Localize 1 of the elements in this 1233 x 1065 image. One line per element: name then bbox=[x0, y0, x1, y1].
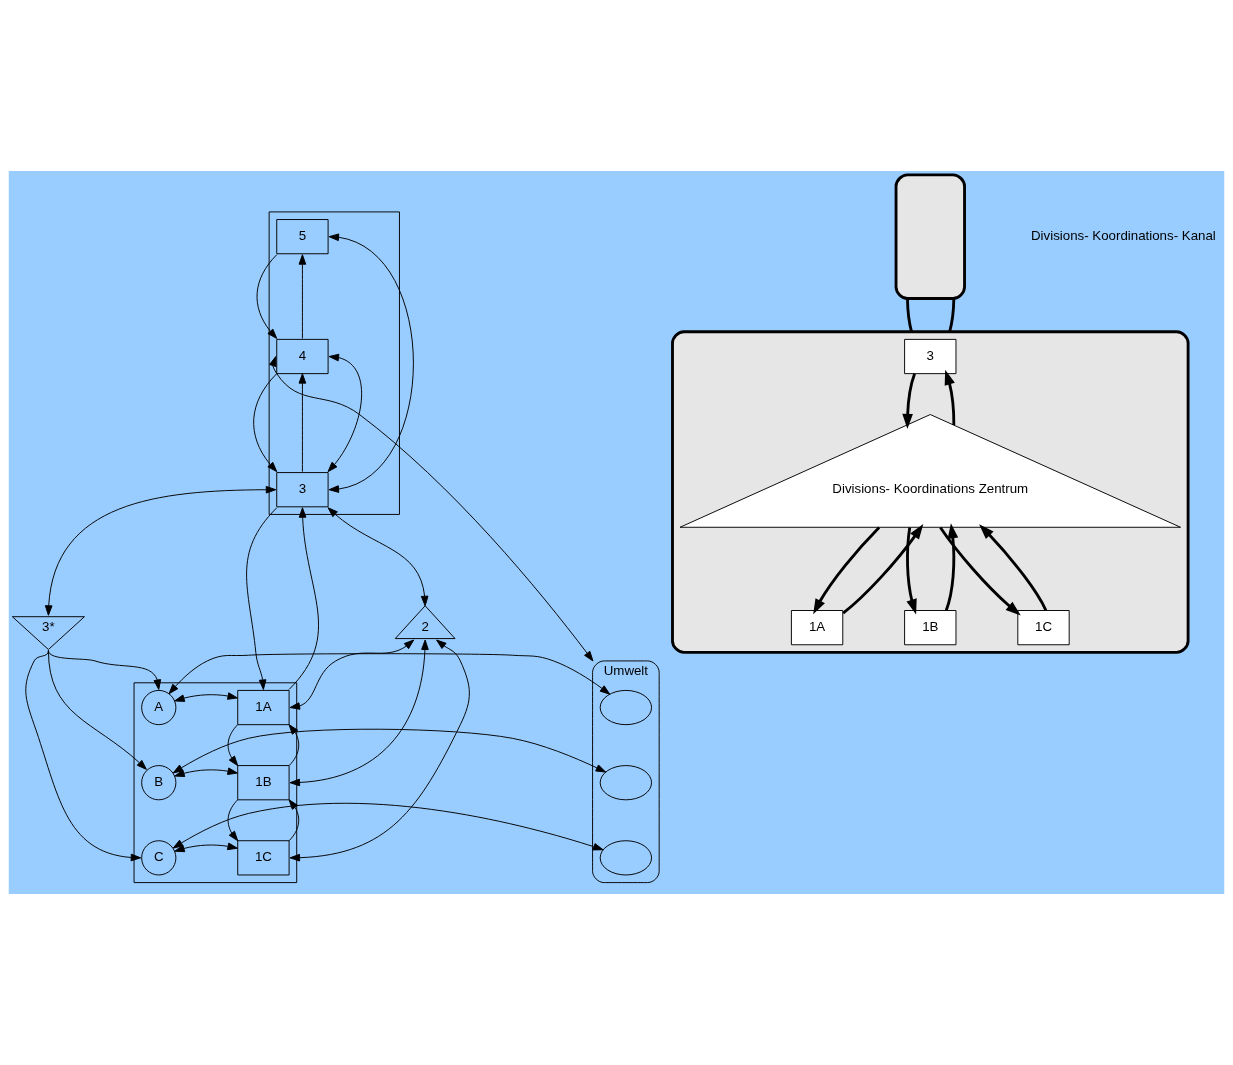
label: Divisions- Koordinations- Kanal bbox=[1031, 228, 1216, 244]
